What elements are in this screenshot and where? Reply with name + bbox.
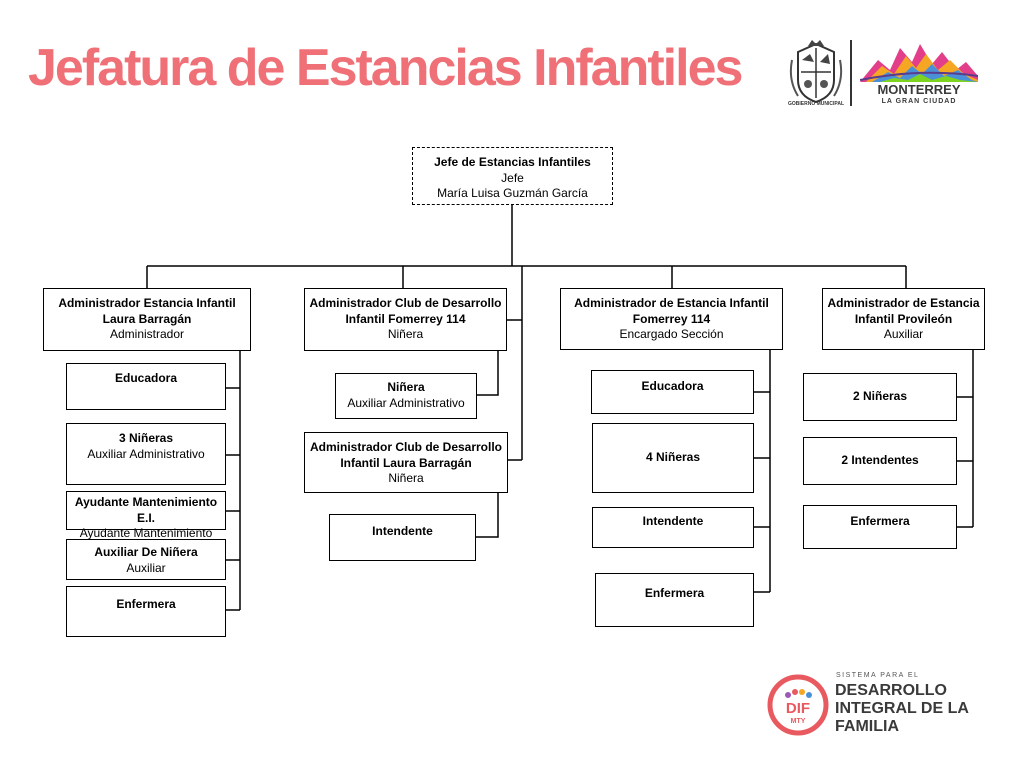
- chief-role: Jefe: [501, 170, 524, 185]
- chief-box: Jefe de Estancias Infantiles Jefe María …: [412, 147, 613, 205]
- col3-head-line2: Fomerrey 114: [632, 311, 711, 326]
- col2-head2-role: Niñera: [388, 471, 424, 485]
- col1-head-role: Administrador: [109, 327, 185, 341]
- col4-head-line2: Infantil Provileón: [854, 311, 953, 326]
- col4-item-intendentes: 2 Intendentes: [803, 437, 957, 485]
- col1-item-auxiliar-ninera: Auxiliar De Niñera Auxiliar: [66, 539, 226, 580]
- col4-item-title: 2 Niñeras: [852, 389, 908, 404]
- col4-item-title: 2 Intendentes: [841, 453, 919, 468]
- col3-item-title: Intendente: [642, 514, 704, 528]
- col4-item-enfermera: Enfermera: [803, 505, 957, 549]
- col2-head2-box: Administrador Club de Desarrollo Infanti…: [304, 432, 508, 493]
- col1-item-sub: Ayudante Mantenimiento: [79, 526, 213, 540]
- dif-system-label: SISTEMA PARA EL: [836, 672, 920, 679]
- monterrey-tagline: LA GRAN CIUDAD: [881, 98, 957, 105]
- col2-item-title: Niñera: [387, 380, 425, 394]
- dif-badge-bottom: MTY: [791, 718, 806, 725]
- col1-head-line1: Administrador Estancia Infantil: [58, 296, 236, 310]
- col4-item-title: Enfermera: [850, 514, 910, 528]
- col1-item-ninieras: 3 Niñeras Auxiliar Administrativo: [66, 423, 226, 485]
- col3-head-box: Administrador de Estancia Infantil Fomer…: [560, 288, 783, 350]
- col3-item-title: Enfermera: [644, 586, 705, 600]
- chief-title: Jefe de Estancias Infantiles: [434, 155, 591, 169]
- col3-item-enfermera: Enfermera: [595, 573, 754, 627]
- col1-item-educadora: Educadora: [66, 363, 226, 410]
- col2-head2-line1: Administrador Club de Desarrollo: [309, 440, 503, 454]
- col3-item-intendente: Intendente: [592, 507, 754, 548]
- seal-caption: GOBIERNO MUNICIPAL: [787, 101, 845, 107]
- col1-item-title: Enfermera: [116, 597, 176, 611]
- col2-item-title: Intendente: [372, 524, 433, 538]
- col3-item-title: 4 Niñeras: [645, 450, 701, 465]
- col2-item-ninera: Niñera Auxiliar Administrativo: [335, 373, 477, 419]
- col2-item-intendente: Intendente: [329, 514, 476, 561]
- col4-head-role: Auxiliar: [883, 327, 924, 341]
- col2-item-sub: Auxiliar Administrativo: [347, 395, 465, 410]
- logo-divider: [850, 40, 852, 106]
- chief-person: María Luisa Guzmán García: [437, 186, 588, 200]
- col3-item-educadora: Educadora: [591, 370, 754, 414]
- col3-item-title: Educadora: [641, 379, 704, 393]
- col1-head-box: Administrador Estancia Infantil Laura Ba…: [43, 288, 251, 351]
- col2-head-box: Administrador Club de Desarrollo Infanti…: [304, 288, 507, 351]
- col3-head-role: Encargado Sección: [619, 327, 724, 341]
- col1-item-title: Ayudante Mantenimiento E.I.: [74, 495, 218, 525]
- col1-item-title: Auxiliar De Niñera: [94, 545, 198, 559]
- col1-item-mantenimiento: Ayudante Mantenimiento E.I. Ayudante Man…: [66, 491, 226, 540]
- dif-line3: FAMILIA: [835, 718, 899, 735]
- col3-item-ninieras: 4 Niñeras: [592, 423, 754, 493]
- col3-head-line1: Administrador de Estancia Infantil: [574, 296, 769, 310]
- col4-head-box: Administrador de Estancia Infantil Provi…: [822, 288, 985, 350]
- monterrey-wordmark: MONTERREY: [877, 82, 961, 97]
- col2-head-role: Niñera: [387, 327, 424, 341]
- col1-item-title: 3 Niñeras: [118, 431, 174, 445]
- dif-badge-top: DIF: [786, 700, 810, 717]
- monterrey-logo: [860, 44, 978, 82]
- municipal-seal-logo: [789, 40, 843, 104]
- dif-line2: INTEGRAL DE LA: [835, 700, 969, 717]
- col2-head-line2: Infantil Fomerrey 114: [345, 311, 466, 326]
- dif-line1: DESARROLLO: [835, 682, 947, 699]
- col2-head2-line2: Infantil Laura Barragán: [340, 455, 472, 470]
- col1-item-sub: Auxiliar Administrativo: [87, 446, 205, 461]
- col4-item-ninieras: 2 Niñeras: [803, 373, 957, 421]
- col4-head-line1: Administrador de Estancia: [827, 296, 980, 310]
- page-title: Jefatura de Estancias Infantiles: [28, 39, 743, 97]
- col1-item-sub: Auxiliar: [126, 560, 166, 575]
- dif-badge-logo: DIF MTY: [767, 674, 829, 736]
- col1-item-enfermera: Enfermera: [66, 586, 226, 637]
- col2-head-line1: Administrador Club de Desarrollo: [309, 296, 502, 310]
- col1-item-title: Educadora: [114, 371, 177, 385]
- col1-head-line2: Laura Barragán: [102, 311, 192, 326]
